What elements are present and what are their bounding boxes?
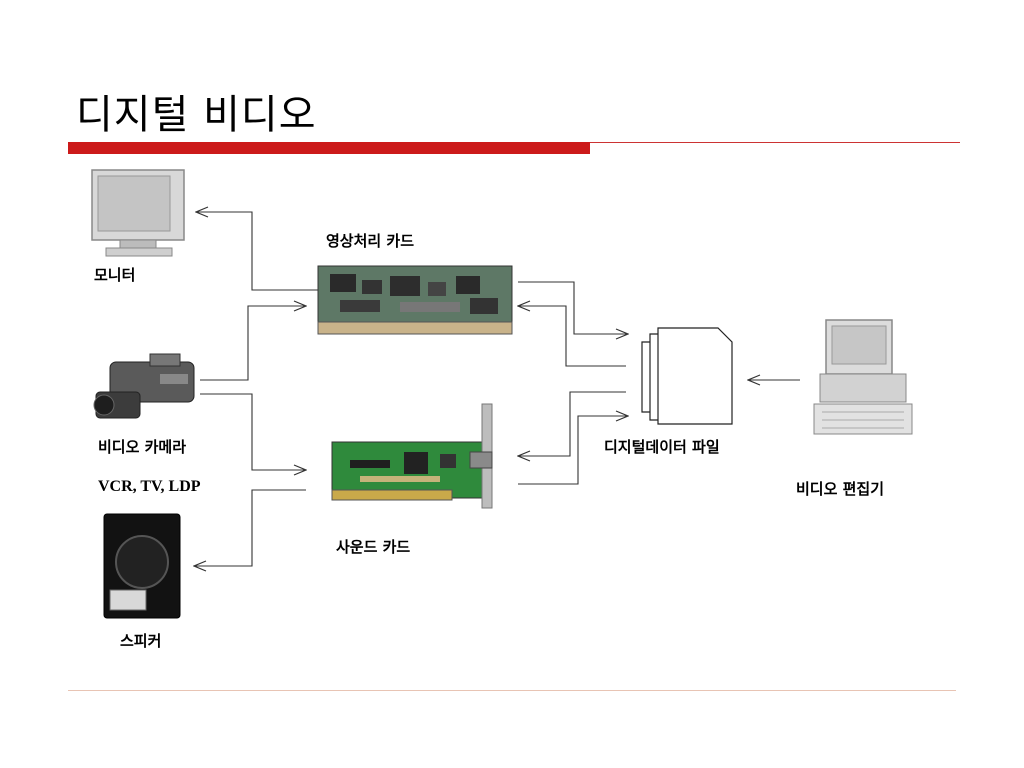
video-camera-icon <box>93 353 195 419</box>
label-speaker: 스피커 <box>120 632 162 650</box>
speaker-icon <box>103 513 181 619</box>
sound-card-icon <box>331 403 493 509</box>
label-monitor: 모니터 <box>94 266 136 284</box>
footer-divider <box>68 690 956 691</box>
digital-files-icon <box>641 327 733 425</box>
page-title: 디지털 비디오 <box>76 92 317 138</box>
video-editor-computer-icon <box>813 319 913 435</box>
video-card-icon <box>317 265 513 335</box>
connector-lines <box>194 212 800 566</box>
label-vcr-tv-ldp: VCR, TV, LDP <box>98 478 201 495</box>
label-video-camera: 비디오 카메라 <box>98 438 187 456</box>
label-digital-file: 디지털데이터 파일 <box>604 438 720 456</box>
label-video-card: 영상처리 카드 <box>326 232 415 250</box>
label-video-editor: 비디오 편집기 <box>796 480 885 498</box>
title-underline-thick <box>68 142 590 154</box>
title-underline-thin <box>590 142 960 143</box>
monitor-icon <box>91 169 185 257</box>
label-sound-card: 사운드 카드 <box>336 538 411 556</box>
